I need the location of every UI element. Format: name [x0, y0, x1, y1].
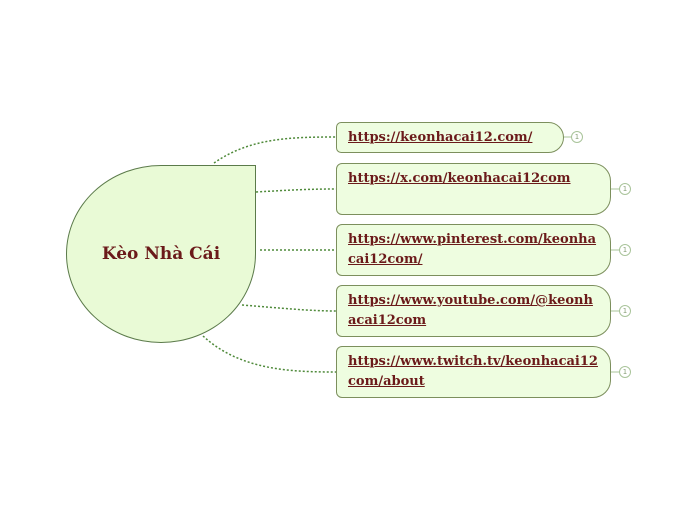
topic-link[interactable]: https://keonhacai12.com/ [348, 130, 533, 145]
topic-node-2[interactable]: https://x.com/keonhacai12com [336, 163, 611, 215]
collapse-badge-3[interactable]: 1 [619, 244, 631, 256]
connector-4 [241, 304, 337, 312]
topic-link[interactable]: https://www.youtube.com/@keonhacai12com [348, 293, 593, 328]
topic-link[interactable]: https://x.com/keonhacai12com [348, 171, 571, 186]
collapse-badge-1[interactable]: 1 [571, 131, 583, 143]
collapse-badge-5[interactable]: 1 [619, 366, 631, 378]
collapse-badge-2[interactable]: 1 [619, 183, 631, 195]
collapse-badge-4[interactable]: 1 [619, 305, 631, 317]
central-topic[interactable]: Kèo Nhà Cái [66, 165, 256, 343]
topic-node-1[interactable]: https://keonhacai12.com/ [336, 122, 564, 153]
topic-node-4[interactable]: https://www.youtube.com/@keonhacai12com [336, 285, 611, 337]
topic-node-5[interactable]: https://www.twitch.tv/keonhacai12com/abo… [336, 346, 611, 398]
connector-1 [213, 136, 337, 164]
central-topic-label: Kèo Nhà Cái [101, 244, 221, 264]
topic-link[interactable]: https://www.twitch.tv/keonhacai12com/abo… [348, 354, 598, 389]
topic-node-3[interactable]: https://www.pinterest.com/keonhacai12com… [336, 224, 611, 276]
topic-link[interactable]: https://www.pinterest.com/keonhacai12com… [348, 232, 597, 267]
connector-2 [255, 188, 337, 193]
connector-5 [202, 335, 337, 373]
